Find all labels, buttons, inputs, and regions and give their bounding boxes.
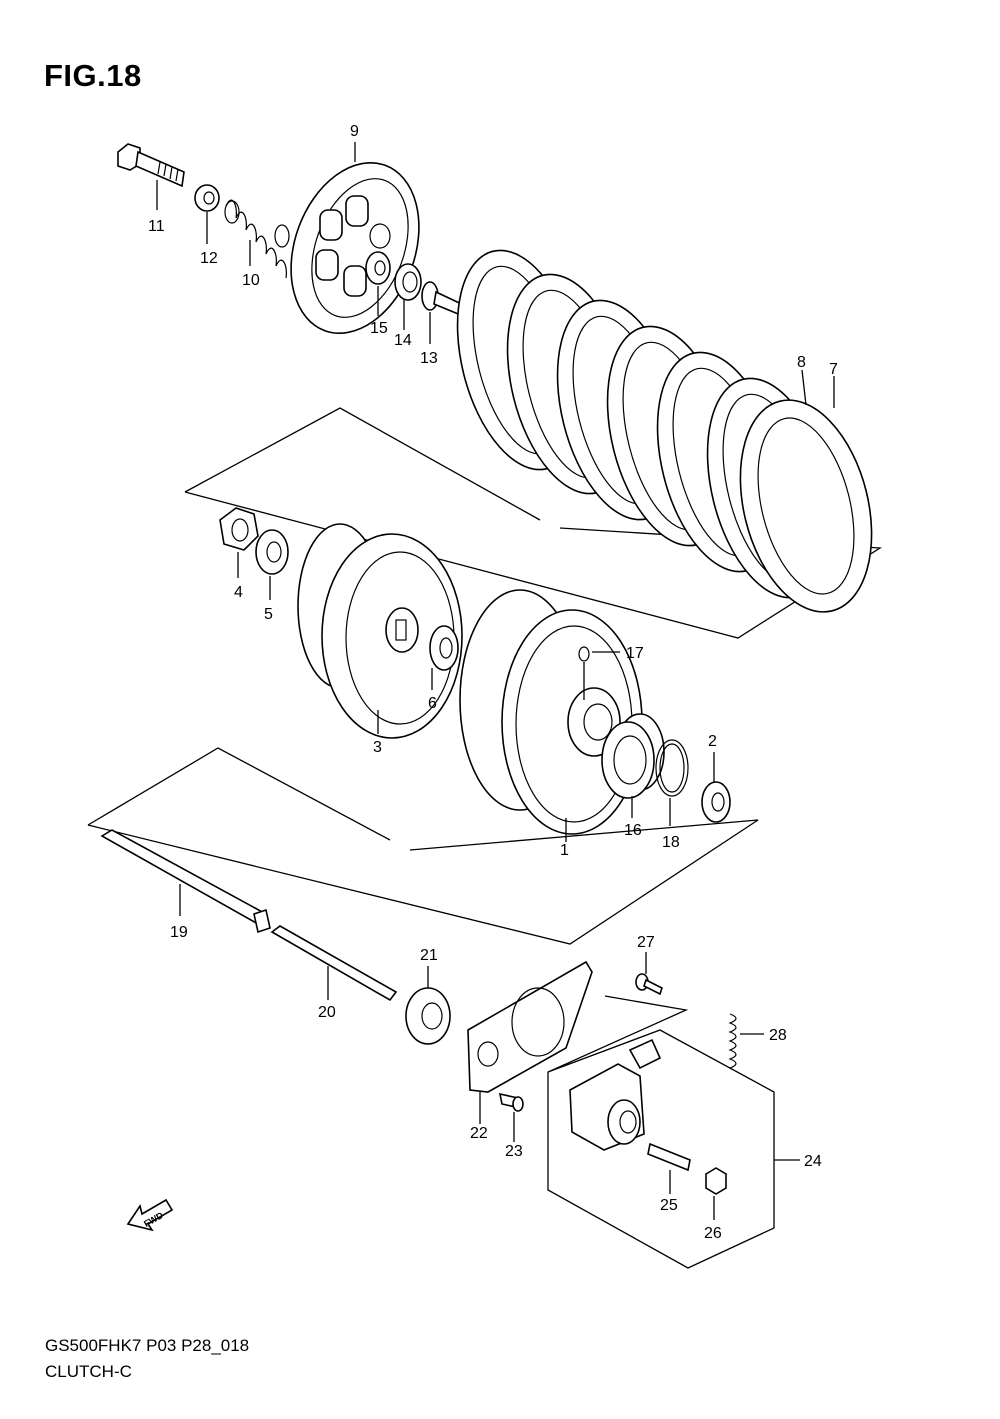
- callout-10: 10: [242, 272, 260, 289]
- callout-19: 19: [170, 924, 188, 941]
- part-26-nut: [705, 1167, 727, 1220]
- part-25-bolt: [647, 1142, 691, 1194]
- part-22-gasket: [467, 960, 593, 1124]
- callout-28: 28: [769, 1027, 787, 1044]
- part-2-washer: [701, 752, 731, 823]
- part-24-release-assembly: [569, 1038, 800, 1161]
- callout-14: 14: [394, 332, 412, 349]
- callout-2: 2: [708, 733, 717, 750]
- part-6-thrust-washer: [429, 625, 459, 690]
- part-9-pressure-plate: [290, 142, 420, 335]
- callout-11: 11: [148, 218, 165, 235]
- part-21-oil-seal: [405, 966, 451, 1045]
- callout-22: 22: [470, 1125, 488, 1142]
- callout-27: 27: [637, 934, 655, 951]
- part-3-sleeve-hub: [297, 523, 463, 739]
- model-code: GS500FHK7 P03 P28_018: [45, 1336, 250, 1355]
- callout-13: 13: [420, 350, 438, 367]
- callout-1: 1: [560, 842, 569, 859]
- part-5-lock-washer: [255, 529, 289, 600]
- callout-4: 4: [234, 584, 243, 601]
- callout-23: 23: [505, 1143, 523, 1160]
- part-16-bearing: [601, 721, 655, 818]
- part-23-screw: [498, 1092, 524, 1142]
- callout-5: 5: [264, 606, 273, 623]
- callout-15: 15: [370, 320, 388, 337]
- part-12-retainer: [194, 184, 220, 244]
- callout-6: 6: [428, 695, 437, 712]
- callout-9: 9: [350, 123, 359, 140]
- callout-20: 20: [318, 1004, 336, 1021]
- callout-7: 7: [829, 361, 838, 378]
- part-20-push-rod: [270, 925, 398, 1002]
- callout-24: 24: [804, 1153, 822, 1170]
- callout-16: 16: [624, 822, 642, 839]
- part-1-clutch-housing: [459, 589, 665, 842]
- fwd-arrow-icon: FWD: [126, 1198, 174, 1232]
- part-19-push-rod: [100, 829, 271, 934]
- part-15-washer: [365, 251, 391, 316]
- callout-12: 12: [200, 250, 218, 267]
- callout-3: 3: [373, 739, 382, 756]
- part-28-spring: [728, 1013, 764, 1069]
- part-17-spring: [578, 646, 620, 700]
- part-18-circlip: [655, 739, 689, 826]
- shaft-group-frame: [87, 747, 759, 945]
- figure-title: FIG.18: [44, 58, 142, 93]
- release-group-frame: [547, 995, 775, 1269]
- part-14-bearing: [394, 263, 422, 330]
- callout-8: 8: [797, 354, 806, 371]
- part-27-screw: [635, 952, 663, 996]
- part-10-spring: [224, 199, 290, 279]
- callout-26: 26: [704, 1225, 722, 1242]
- section-name: CLUTCH-C: [45, 1362, 132, 1381]
- callout-17: 17: [626, 645, 644, 662]
- callout-21: 21: [420, 947, 438, 964]
- callout-18: 18: [662, 834, 680, 851]
- part-11-bolt: [117, 143, 185, 210]
- callout-25: 25: [660, 1197, 678, 1214]
- parts-7-8-clutch-plates: [456, 249, 873, 613]
- part-4-nut: [219, 507, 259, 578]
